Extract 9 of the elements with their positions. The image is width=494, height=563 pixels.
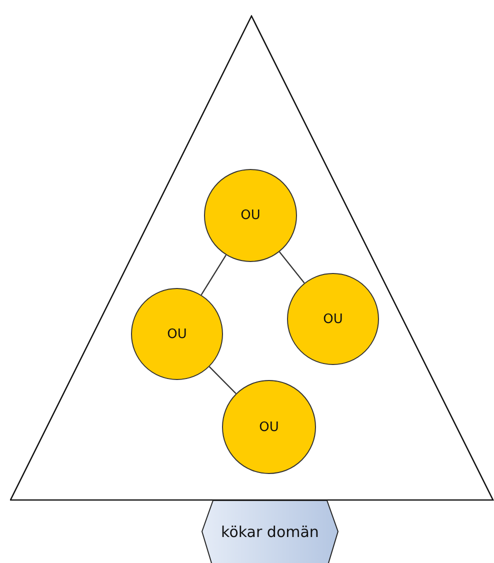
domain-label: kökar domän [221,522,319,540]
connector-line [279,251,305,284]
ou-label: OU [323,312,343,326]
ou-label: OU [240,208,260,223]
domain-triangle [10,15,494,501]
connector-line [200,254,226,296]
ou-label: OU [167,326,187,342]
connector-line [208,366,236,394]
ou-label: OU [259,420,279,434]
